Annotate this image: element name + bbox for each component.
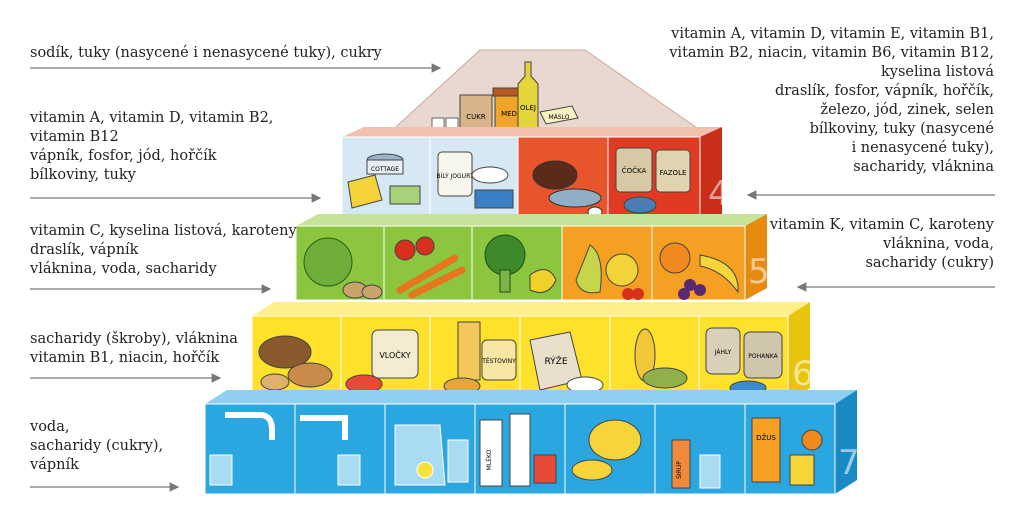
pyramid-level-7: 7 MLÉKO SIRUP DŽUS: [204, 390, 860, 495]
label-med: MED: [501, 110, 517, 118]
left-annotation-level-7: voda, sacharidy (cukry), vápník: [30, 418, 163, 475]
annotation-line: sacharidy (cukry): [865, 255, 994, 271]
annotation-line: sacharidy (cukry),: [30, 438, 164, 454]
left-annotation-top: sodík, tuky (nasycené i nenasycené tuky)…: [30, 44, 382, 63]
label-sirup: SIRUP: [676, 461, 683, 479]
annotation-arrows: [30, 63, 995, 492]
level-number-4: 4: [708, 174, 730, 214]
annotation-line: sacharidy (škroby), vláknina: [30, 331, 238, 347]
annotation-line: sodík, tuky (nasycené i nenasycené tuky)…: [30, 45, 382, 61]
label-bily-jogurt: BÍLÝ JOGURT: [437, 173, 474, 180]
annotation-line: vitamin A, vitamin D, vitamin E, vitamin…: [671, 26, 994, 42]
annotation-line: vláknina, voda,: [883, 236, 994, 252]
annotation-line: i nenasycené tuky),: [851, 140, 994, 156]
left-annotation-level-5: vitamin C, kyselina listová, karoteny dr…: [30, 222, 297, 279]
label-testoviny: TĚSTOVINY: [481, 357, 516, 365]
pyramid-level-5: 5: [295, 214, 770, 301]
annotation-line: vitamin C, kyselina listová, karoteny: [30, 223, 297, 239]
label-dzus: DŽUS: [756, 433, 776, 442]
level-number-6: 6: [792, 354, 814, 394]
level-number-7: 7: [838, 443, 860, 483]
pyramid-level-4: 4 COTTAGE BÍLÝ JOGURT ČOČKA FAZOLE: [341, 127, 730, 226]
annotation-line: sacharidy, vláknina: [853, 159, 994, 175]
pyramid-top: CUKR MED OLEJ MÁSLO: [383, 49, 712, 138]
annotation-line: vitamin K, vitamin C, karoteny: [769, 217, 994, 233]
annotation-line: bílkoviny, tuky: [30, 167, 136, 183]
right-annotation-level-5: vitamin K, vitamin C, karoteny vláknina,…: [770, 216, 994, 273]
label-cocka: ČOČKA: [622, 166, 647, 175]
annotation-line: vitamin A, vitamin D, vitamin B2,: [30, 110, 274, 126]
annotation-line: vitamin B2, niacin, vitamin B6, vitamin …: [669, 45, 994, 61]
annotation-line: vápník, fosfor, jód, hořčík: [30, 148, 217, 164]
left-annotation-level-6: sacharidy (škroby), vláknina vitamin B1,…: [30, 330, 238, 368]
annotation-line: bílkoviny, tuky (nasycené: [809, 121, 994, 137]
annotation-line: vitamin B12: [30, 129, 119, 145]
label-cottage: COTTAGE: [371, 166, 399, 173]
annotation-line: kyselina listová: [881, 64, 994, 80]
annotation-line: vitamin B1, niacin, hořčík: [30, 350, 220, 366]
annotation-line: vláknina, voda, sacharidy: [30, 261, 217, 277]
label-maslo: MÁSLO: [549, 114, 570, 121]
annotation-line: vápník: [30, 457, 79, 473]
pyramid-level-6: 6 VLOČKY TĚSTOVINY RÝŽE JÁHLY POHANKA: [251, 302, 814, 403]
label-olej: OLEJ: [520, 104, 536, 112]
label-ryze: RÝŽE: [544, 355, 567, 367]
annotation-line: voda,: [30, 419, 70, 435]
label-fazole: FAZOLE: [660, 169, 687, 177]
level-number-5: 5: [748, 252, 770, 292]
label-jahly: JÁHLY: [714, 349, 732, 356]
annotation-line: železo, jód, zinek, selen: [820, 102, 994, 118]
label-pohanka: POHANKA: [748, 353, 778, 360]
left-annotation-level-4: vitamin A, vitamin D, vitamin B2, vitami…: [30, 109, 273, 185]
annotation-line: draslík, vápník: [30, 242, 139, 258]
label-cukr: CUKR: [466, 113, 486, 121]
right-annotation-level-4: vitamin A, vitamin D, vitamin E, vitamin…: [669, 25, 994, 177]
label-mleko: MLÉKO: [485, 449, 493, 470]
annotation-line: draslík, fosfor, vápník, hořčík,: [774, 83, 994, 99]
label-vlocky: VLOČKY: [379, 349, 410, 360]
